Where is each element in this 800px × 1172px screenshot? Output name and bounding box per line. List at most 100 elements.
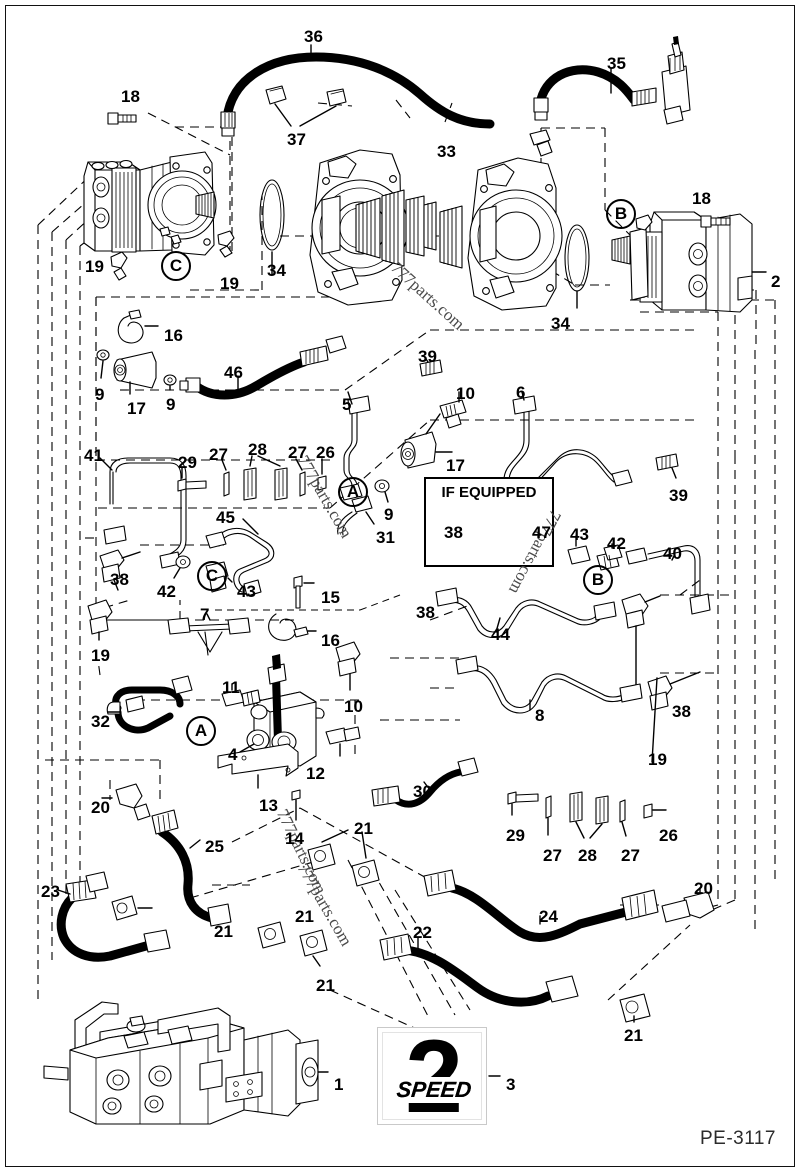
hose-23 [56,871,171,962]
tandem-pump-assembly-1 [43,1001,329,1125]
part-callout-28: 28 [248,440,267,459]
part-callout-40: 40 [663,544,682,563]
elbow-20-right [661,887,715,923]
part-callout-6: 6 [516,383,526,402]
part-callout-38: 38 [672,702,691,721]
fitting-21-c [351,831,380,887]
part-callout-18: 18 [121,87,140,106]
elbow-10-lower [335,641,361,691]
part-callout-45: 45 [216,508,235,527]
part-callout-38: 38 [110,570,129,589]
shim-stack-upper [177,455,327,501]
part-callout-17: 17 [127,399,146,418]
part-callout-26: 26 [659,826,678,845]
part-callout-25: 25 [205,837,224,856]
gear-cluster-left [355,189,437,267]
elbow-19-a [110,251,128,281]
part-callout-22: 22 [413,923,432,942]
reference-balloon-B: B [606,199,636,229]
part-callout-16: 16 [164,326,183,345]
fitting-39-left [419,355,443,377]
part-callout-4: 4 [228,745,238,764]
part-callout-11: 11 [222,678,240,697]
part-callout-44: 44 [491,625,510,644]
elbow-19-b [217,230,235,258]
fitting-42-right [596,543,623,571]
hose-36 [220,44,495,137]
part-callout-43: 43 [237,582,256,601]
hose-30 [371,757,479,808]
part-callout-29: 29 [506,826,525,845]
fitting-21-f [619,993,651,1023]
drive-motor-33-right [439,157,563,311]
part-callout-39: 39 [418,347,437,366]
part-callout-27: 27 [288,443,307,462]
hose-46 [179,335,347,400]
part-callout-17: 17 [446,456,465,475]
part-callout-32: 32 [91,712,110,731]
part-callout-3: 3 [506,1075,516,1094]
reference-balloon-C: C [161,251,191,281]
elbow-19-right [647,671,701,763]
clamp-16-lower [268,613,317,641]
part-callout-33: 33 [437,142,456,161]
drawing-number: PE-3117 [699,1128,776,1149]
part-callout-21: 21 [354,819,373,838]
if-equipped-box: IF EQUIPPED [424,477,554,567]
tube-41 [99,457,187,569]
part-callout-10: 10 [344,697,363,716]
bolt-18-right [700,215,731,228]
two-speed-decal: 2 SPEED [377,1027,487,1125]
part-callout-27: 27 [621,846,640,865]
part-callout-39: 39 [669,486,688,505]
part-callout-1: 1 [334,1075,344,1094]
part-callout-47: 47 [532,523,551,542]
fitting-43-right [567,535,591,565]
part-callout-35: 35 [607,54,626,73]
hose-22 [379,933,579,1007]
part-callout-9: 9 [166,395,176,414]
relief-valve-top-right [661,36,691,125]
shim-stack-lower [507,791,667,839]
part-callout-20: 20 [694,879,713,898]
fitting-21-e [299,929,328,967]
inline-filter-17-mid [400,413,453,469]
part-callout-21: 21 [316,976,335,995]
part-callout-29: 29 [178,453,197,472]
elbow-38-left [99,549,141,591]
part-callout-27: 27 [209,445,228,464]
left-hydrostatic-pump [83,151,217,256]
part-callout-38: 38 [416,603,435,622]
part-callout-30: 30 [413,782,432,801]
part-callout-2: 2 [771,272,781,291]
part-callout-21: 21 [295,907,314,926]
part-callout-5: 5 [342,395,352,414]
oring-9-b [163,374,177,391]
reference-balloon-A: A [186,716,216,746]
part-callout-13: 13 [259,796,278,815]
elbow-19-lower-left [87,599,113,641]
part-callout-9: 9 [384,505,394,524]
if-equipped-label: IF EQUIPPED [441,484,537,501]
fastener-14 [291,789,301,821]
part-callout-21: 21 [214,922,233,941]
part-callout-19: 19 [91,646,110,665]
part-callout-27: 27 [543,846,562,865]
part-callout-41: 41 [84,446,103,465]
decal-inner: 2 SPEED [382,1032,482,1120]
part-callout-42: 42 [607,534,626,553]
fitting-21-b [307,829,349,871]
fitting-11 [221,683,261,707]
reference-balloon-A: A [338,477,368,507]
part-callout-8: 8 [535,706,545,725]
elbow-38-right [621,593,661,693]
part-callout-19: 19 [85,257,104,276]
oring-9-c [374,479,390,503]
part-callout-19: 19 [648,750,667,769]
part-callout-9: 9 [95,385,105,404]
part-callout-18: 18 [692,189,711,208]
hose-35 [529,65,657,157]
oring-34-left [259,179,285,276]
